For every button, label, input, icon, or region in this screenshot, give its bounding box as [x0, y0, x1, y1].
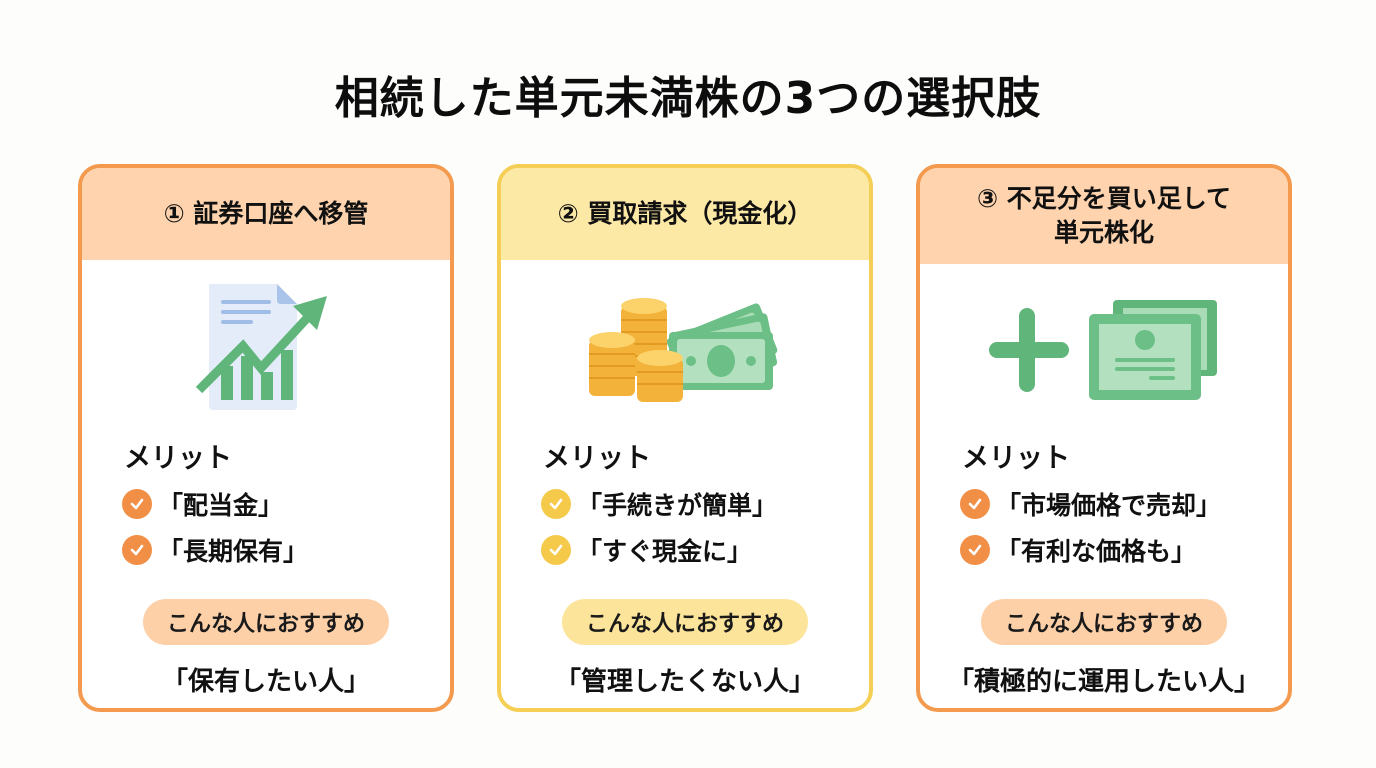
- recommend-badge: こんな人におすすめ: [142, 599, 389, 645]
- card-header: ③ 不足分を買い足して 単元株化: [920, 168, 1288, 264]
- merit-item: 「すぐ現金に」: [541, 527, 869, 573]
- option-card-buyback: ② 買取請求（現金化）: [497, 164, 873, 712]
- card-header: ② 買取請求（現金化）: [501, 168, 869, 260]
- merit-text: 「配当金」: [158, 491, 284, 520]
- coins-and-banknotes-icon: [589, 298, 778, 402]
- merit-list: 「手続きが簡単」 「すぐ現金に」: [501, 481, 869, 573]
- merit-list: 「市場価格で売却」 「有利な価格も」: [920, 481, 1288, 573]
- recommend-badge: こんな人におすすめ: [980, 599, 1227, 645]
- card-header-line2: 単元株化: [1053, 218, 1154, 247]
- check-circle-icon: [122, 489, 152, 519]
- target-audience: 「積極的に運用したい人」: [947, 667, 1260, 697]
- merit-text: 「長期保有」: [158, 537, 309, 566]
- merit-title: メリット: [124, 443, 232, 474]
- merit-title: メリット: [543, 443, 651, 474]
- merit-text: 「有利な価格も」: [996, 537, 1197, 566]
- merit-text: 「手続きが簡単」: [577, 491, 778, 520]
- option-card-transfer: ① 証券口座へ移管 メリット 「配当金」 「長期保有」: [78, 164, 454, 712]
- merit-title: メリット: [962, 443, 1070, 474]
- merit-item: 「配当金」: [122, 481, 450, 527]
- check-circle-icon: [541, 535, 571, 565]
- recommend-badge: こんな人におすすめ: [561, 599, 808, 645]
- merit-text: 「市場価格で売却」: [996, 491, 1222, 520]
- check-circle-icon: [541, 489, 571, 519]
- target-audience: 「管理したくない人」: [554, 667, 815, 697]
- card-header: ① 証券口座へ移管: [82, 168, 450, 260]
- check-circle-icon: [960, 535, 990, 565]
- target-audience: 「保有したい人」: [161, 667, 370, 697]
- document-growth-chart-icon: [195, 284, 327, 410]
- merit-item: 「手続きが簡単」: [541, 481, 869, 527]
- merit-list: 「配当金」 「長期保有」: [82, 481, 450, 573]
- check-circle-icon: [960, 489, 990, 519]
- merit-item: 「有利な価格も」: [960, 527, 1288, 573]
- option-card-top-up: ③ 不足分を買い足して 単元株化 メリット 「市場価格で売却」: [916, 164, 1292, 712]
- merit-item: 「長期保有」: [122, 527, 450, 573]
- merit-item: 「市場価格で売却」: [960, 481, 1288, 527]
- plus-and-certificate-icon: [989, 300, 1217, 400]
- merit-text: 「すぐ現金に」: [577, 537, 753, 566]
- card-header-line1: ③ 不足分を買い足して: [976, 184, 1232, 213]
- check-circle-icon: [122, 535, 152, 565]
- page-title: 相続した単元未満株の3つの選択肢: [334, 73, 1042, 124]
